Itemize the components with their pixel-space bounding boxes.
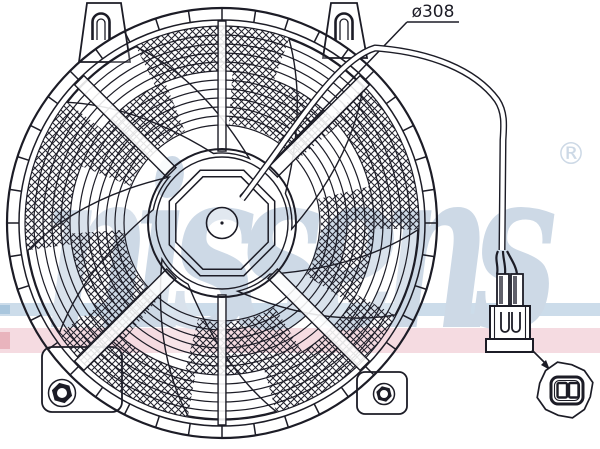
connector-face-detail: [536, 361, 594, 419]
motor-hub: [147, 148, 297, 298]
registered-mark: ®: [556, 137, 586, 172]
mounting-bracket-top-left: [77, 2, 132, 63]
detail-leader: [531, 349, 550, 370]
mounting-bracket-top-right: [321, 2, 369, 59]
brand-stripe-blue-cap: [0, 305, 10, 314]
shroud-struts: [73, 20, 371, 426]
mounting-plate-bottom-right: [356, 371, 408, 415]
connector-plug: [485, 273, 534, 353]
fan-illustration: [5, 2, 594, 440]
rim-ticks: [7, 8, 437, 438]
brand-stripe-pink-cap: [0, 332, 10, 349]
diameter-dimension-label: ø308: [412, 2, 455, 22]
power-cable: [239, 44, 519, 275]
